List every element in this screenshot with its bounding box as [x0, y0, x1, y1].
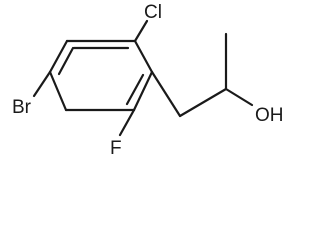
bond-ring-lower-right-inner: [125, 73, 145, 106]
benzene-ring: [48, 39, 154, 112]
bond-to-bromine: [32, 70, 52, 98]
bond-ch-to-oh: [224, 87, 254, 107]
hydroxyl-label: OH: [255, 105, 284, 126]
bond-to-fluorine: [118, 108, 136, 137]
fluorine-label: F: [110, 138, 122, 159]
chlorine-label: Cl: [144, 2, 162, 23]
bond-ring-left-inner: [57, 46, 75, 76]
molecule-structure: Cl Br F OH: [12, 2, 284, 159]
bond-ring-lower-left: [48, 70, 68, 112]
bond-ring-upper-right: [133, 39, 154, 74]
bond-ring-upper-left: [48, 39, 69, 74]
bond-ring-to-ch2: [150, 70, 182, 118]
bond-ring-lower-right: [132, 70, 154, 112]
bond-ch2-to-ch: [178, 87, 228, 118]
bond-to-chlorine: [133, 19, 149, 43]
bromine-label: Br: [12, 97, 32, 118]
